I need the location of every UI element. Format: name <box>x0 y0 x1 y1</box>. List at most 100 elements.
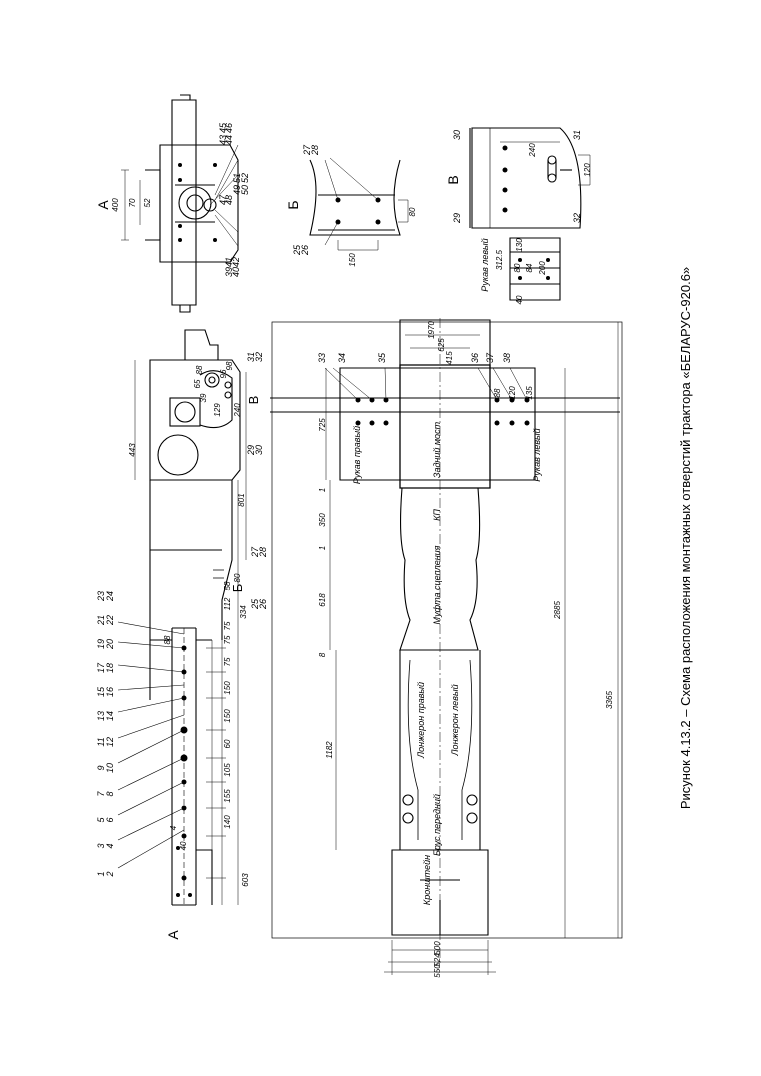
dim-side-150: 150 <box>223 709 232 723</box>
callout-26: 26 <box>258 599 268 610</box>
dim-side-129: 129 <box>213 403 222 417</box>
dim-plan-16: 120 <box>508 386 517 400</box>
view-label-a-top: А <box>95 200 111 210</box>
callout-12: 12 <box>105 737 115 747</box>
dim-v-0: 240 <box>528 143 537 158</box>
dim-side-58: 58 <box>223 581 232 590</box>
callout-20: 20 <box>105 639 115 650</box>
dim-side-96: 96 <box>219 369 228 378</box>
dim-side-39: 39 <box>199 393 208 402</box>
dim-side-98: 98 <box>225 361 234 370</box>
callout-49: 49 <box>232 185 242 195</box>
callout-19: 19 <box>96 639 106 649</box>
dim-plan-17: 135 <box>525 386 534 400</box>
callout-13: 13 <box>96 711 106 721</box>
dim-v-3: 312.5 <box>495 249 504 270</box>
dim-side-240: 240 <box>233 403 242 418</box>
dim-plan-9: 8 <box>318 652 327 657</box>
callout-22: 22 <box>105 615 115 626</box>
callout-6: 6 <box>105 817 115 822</box>
callout-48: 48 <box>224 195 234 205</box>
dim-a-52: 52 <box>143 198 152 207</box>
callout-3: 3 <box>96 843 106 848</box>
callout-37: 37 <box>485 352 495 363</box>
callout-31-v: 31 <box>572 130 582 140</box>
label-rear-axle: Задний мост <box>432 421 442 478</box>
callout-27-b: 27 <box>302 144 312 156</box>
label-beam-front: Брус передний <box>432 794 442 856</box>
callout-39: 39 <box>224 267 234 277</box>
callout-34: 34 <box>337 353 347 363</box>
dim-v-4: 80 <box>513 263 522 272</box>
callout-10: 10 <box>105 763 115 773</box>
dim-b-150: 150 <box>348 253 357 267</box>
label-bracket: Кронштейн <box>422 855 432 905</box>
callout-43: 43 <box>218 135 228 145</box>
label-sleeve-right: Рукав правый <box>352 426 362 484</box>
dim-plan-11: 1 <box>318 488 327 492</box>
dim-a-70: 70 <box>128 198 137 207</box>
dim-v-2: 130 <box>515 238 524 252</box>
dim-plan-15: 88 <box>493 388 502 397</box>
side-view <box>117 329 247 906</box>
label-spar-left: Лонжерон левый <box>450 684 460 756</box>
dim-side-40: 40 <box>179 841 188 850</box>
dim-a-400: 400 <box>111 198 120 212</box>
callout-28: 28 <box>258 547 268 558</box>
dim-plan-7: 350 <box>318 513 327 527</box>
dim-side-140: 140 <box>223 815 232 829</box>
dim-side-105: 105 <box>223 763 232 777</box>
dim-side-88: 88 <box>163 635 172 644</box>
dim-plan-4: 3365 <box>605 691 614 709</box>
dim-side-75: 75 <box>223 621 232 630</box>
dim-side-60: 60 <box>223 739 232 748</box>
callout-52: 52 <box>240 173 250 183</box>
dim-plan-8: 725 <box>318 418 327 432</box>
callout-36: 36 <box>470 353 480 363</box>
dim-v-6: 200 <box>538 261 547 276</box>
label-spar-right: Лонжерон правый <box>416 682 426 759</box>
dim-plan-1: 625 <box>437 338 446 352</box>
dim-side-4: 4 <box>169 825 178 830</box>
dim-side-75: 75 <box>223 657 232 666</box>
callout-21: 21 <box>96 615 106 626</box>
dim-b-80: 80 <box>408 207 417 216</box>
callout-44: 44 <box>224 135 234 145</box>
view-label-v-top: В <box>445 175 461 184</box>
dim-plan-6: 618 <box>318 593 327 607</box>
dim-plan-2: 415 <box>445 351 454 365</box>
dim-plan-0: 1970 <box>427 321 436 339</box>
callout-1: 1 <box>96 871 106 876</box>
callout-7: 7 <box>96 791 106 797</box>
labels-layer: Рисунок 4.13.2 – Схема расположения монт… <box>95 122 693 978</box>
callout-47: 47 <box>218 194 228 205</box>
callout-14: 14 <box>105 711 115 721</box>
label-sleeve-left: Рукав левый <box>532 428 542 481</box>
callout-30: 30 <box>254 445 264 455</box>
dim-plan-10: 1 <box>318 546 327 550</box>
dim-side-80: 80 <box>233 573 242 582</box>
dim-side-801: 801 <box>237 493 246 506</box>
dim-v-5: 84 <box>525 263 534 272</box>
callout-45: 45 <box>218 122 228 133</box>
dim-side-112: 112 <box>223 597 232 610</box>
callout-40: 40 <box>231 267 241 277</box>
callout-28-b: 28 <box>310 145 320 156</box>
dim-side-334: 334 <box>239 605 248 619</box>
label-sleeve-left-v: Рукав левый <box>480 238 490 291</box>
callout-51: 51 <box>232 173 242 183</box>
dim-side-75: 75 <box>223 635 232 644</box>
label-kp: КП <box>432 509 442 521</box>
view-label-a-side: А <box>165 930 181 940</box>
callout-29-v: 29 <box>452 213 462 224</box>
figure-caption: Рисунок 4.13.2 – Схема расположения монт… <box>678 267 693 809</box>
dim-side-603: 603 <box>241 873 250 887</box>
dim-plan-13: 524 <box>433 953 442 967</box>
dim-side-88: 88 <box>195 365 204 374</box>
callout-27: 27 <box>250 546 260 558</box>
dim-v-7: 40 <box>515 295 524 304</box>
callout-30-v: 30 <box>452 130 462 140</box>
dim-plan-14: 550 <box>433 964 442 978</box>
callout-25-b: 25 <box>292 244 302 256</box>
callout-11: 11 <box>96 737 106 746</box>
